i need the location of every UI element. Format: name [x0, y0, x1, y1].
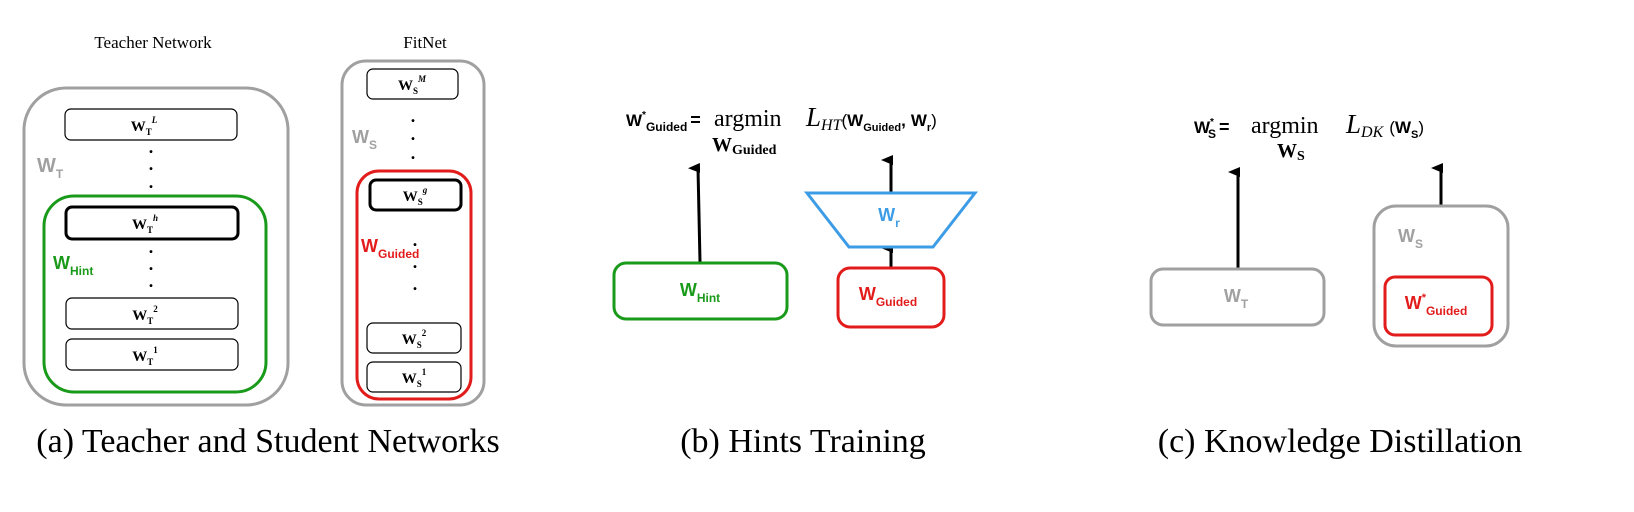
teacher-layer-2-label: WT2 [132, 304, 158, 326]
guided-optimal-label: W*Guided [1405, 292, 1468, 318]
caption-b: (b) Hints Training [680, 423, 926, 460]
caption-a: (a) Teacher and Student Networks [36, 423, 499, 460]
teacher-ellipsis-upper: . . . [149, 137, 154, 192]
student-layer-M-label: WSM [398, 74, 427, 96]
teacher-layer-L-label: WTL [131, 115, 158, 137]
teacher-layer-h-label: WTh [132, 213, 158, 235]
regressor-label: Wr [878, 205, 900, 230]
hint-weight-label: WHint [53, 253, 93, 278]
svg-text:.: . [149, 137, 154, 157]
guided-region [355, 169, 473, 401]
student-layer-1 [366, 361, 462, 393]
student-weight-label: WS [352, 127, 377, 152]
student-ellipsis-upper: . . . [411, 106, 416, 163]
guided-weight-label: WGuided [361, 236, 419, 261]
guided-layer-label: WGuided [859, 284, 917, 309]
svg-text:.: . [149, 237, 154, 257]
distillation-loss: LDK(WS) [1345, 109, 1424, 141]
teacher-ellipsis-lower: . . . [149, 237, 154, 291]
teacher-weight-label: WT [37, 155, 64, 181]
teacher-layer-L [64, 108, 238, 141]
hint-layer-box [612, 261, 789, 321]
svg-text:.: . [411, 124, 416, 144]
svg-text:.: . [411, 106, 416, 126]
panel-c: W*S= argmin WS LDK(WS) WT WS W*Guided (c… [1149, 109, 1522, 460]
hints-argmin: argmin [714, 106, 782, 132]
guided-layer-box [836, 266, 946, 329]
student-ellipsis-lower: . . . [413, 230, 418, 294]
svg-text:.: . [149, 154, 154, 174]
student-layer-g [368, 178, 463, 212]
student-layer-1-label: WS1 [402, 367, 427, 389]
teacher-layer-1 [65, 338, 239, 371]
teacher-layer-2 [65, 297, 239, 330]
student-layer-g-label: WSg [403, 185, 428, 207]
teacher-network-box [1149, 267, 1326, 327]
teacher-network-title: Teacher Network [94, 33, 212, 52]
hints-loss: LHT(WGuided,Wr) [805, 102, 937, 134]
student-network-label: WS [1398, 226, 1423, 251]
teacher-network-box-label: WT [1224, 286, 1249, 311]
regressor-trapezoid [803, 191, 979, 249]
teacher-layer-1-label: WT1 [132, 345, 158, 367]
svg-text:.: . [413, 252, 418, 272]
hint-layer-label: WHint [680, 280, 720, 305]
panel-a: Teacher Network FitNet WT WHint WTL WTh … [22, 33, 500, 460]
distillation-argmin-variable: WS [1277, 140, 1305, 164]
caption-c: (c) Knowledge Distillation [1158, 423, 1522, 460]
svg-text:.: . [411, 143, 416, 163]
guided-optimal-box [1383, 275, 1494, 337]
hint-region [42, 194, 268, 394]
hint-to-objective-arrow [688, 162, 702, 263]
distillation-objective-lhs: W*S= [1194, 117, 1229, 141]
distillation-argmin: argmin [1251, 113, 1319, 139]
svg-text:.: . [149, 172, 154, 192]
hints-argmin-variable: WGuided [712, 134, 777, 158]
svg-text:.: . [149, 271, 154, 291]
student-layer-M [366, 68, 459, 100]
teacher-layer-h [64, 205, 240, 241]
svg-text:.: . [413, 274, 418, 294]
fitnet-container [340, 59, 486, 407]
student-layer-2 [366, 322, 462, 354]
student-layer-2-label: WS2 [402, 328, 427, 350]
hints-objective-lhs: W*Guided= [626, 110, 701, 134]
panel-b: W*Guided= argmin WGuided LHT(WGuided,Wr)… [612, 102, 979, 460]
teacher-network-container [22, 86, 290, 407]
svg-text:.: . [149, 254, 154, 274]
fitnet-title: FitNet [403, 33, 447, 52]
svg-text:.: . [413, 230, 418, 250]
